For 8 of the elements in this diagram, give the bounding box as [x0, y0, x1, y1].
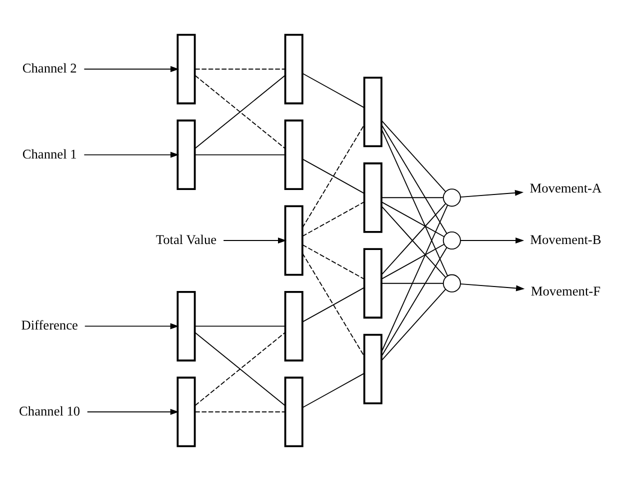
node-text: Channel 10 [19, 402, 80, 418]
node-text: Movement-B [530, 232, 602, 247]
node-text: Channel 1 [22, 146, 77, 161]
node-text: Channel 2 [22, 60, 77, 76]
node-text: Difference [21, 317, 78, 332]
node-text: Total Value [156, 232, 217, 247]
node-text: Movement-A [530, 180, 602, 196]
node-text: Movement-F [530, 282, 601, 298]
